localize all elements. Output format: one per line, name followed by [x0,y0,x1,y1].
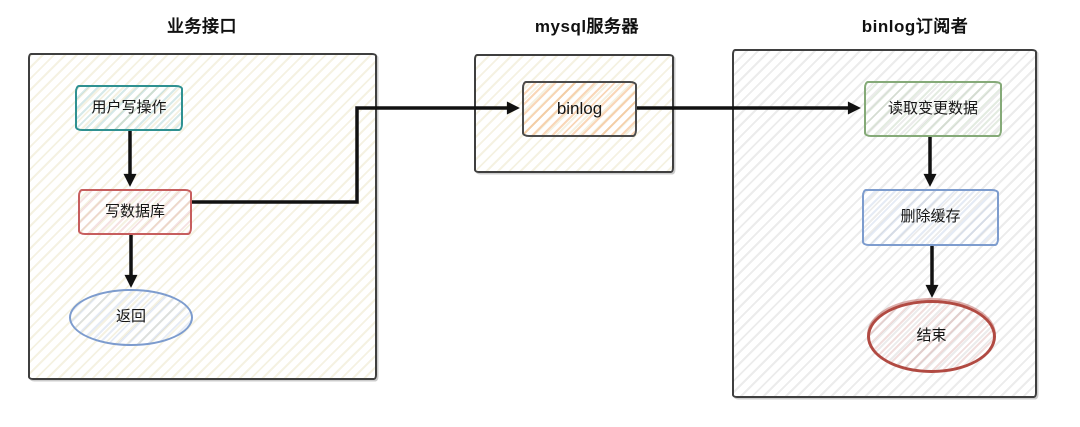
group-title-business-api: 业务接口 [167,17,237,36]
node-label: 读取变更数据 [887,99,978,117]
node-label: 删除缓存 [900,208,961,226]
group-title-binlog-subscriber: binlog订阅者 [861,17,969,36]
node-label: 结束 [916,327,947,345]
node-label: 写数据库 [104,202,165,220]
node-delete-cache: 删除缓存 [862,189,999,246]
node-label: 用户写操作 [91,98,167,116]
node-write-database: 写数据库 [78,189,192,235]
node-read-change-data: 读取变更数据 [864,81,1002,137]
node-end: 结束 [867,300,996,373]
node-return: 返回 [69,289,193,346]
node-user-write-operation: 用户写操作 [75,85,183,131]
node-label: 返回 [115,308,146,326]
group-title-mysql-server: mysql服务器 [534,17,640,36]
node-label: binlog [556,98,603,118]
node-binlog: binlog [522,81,637,137]
